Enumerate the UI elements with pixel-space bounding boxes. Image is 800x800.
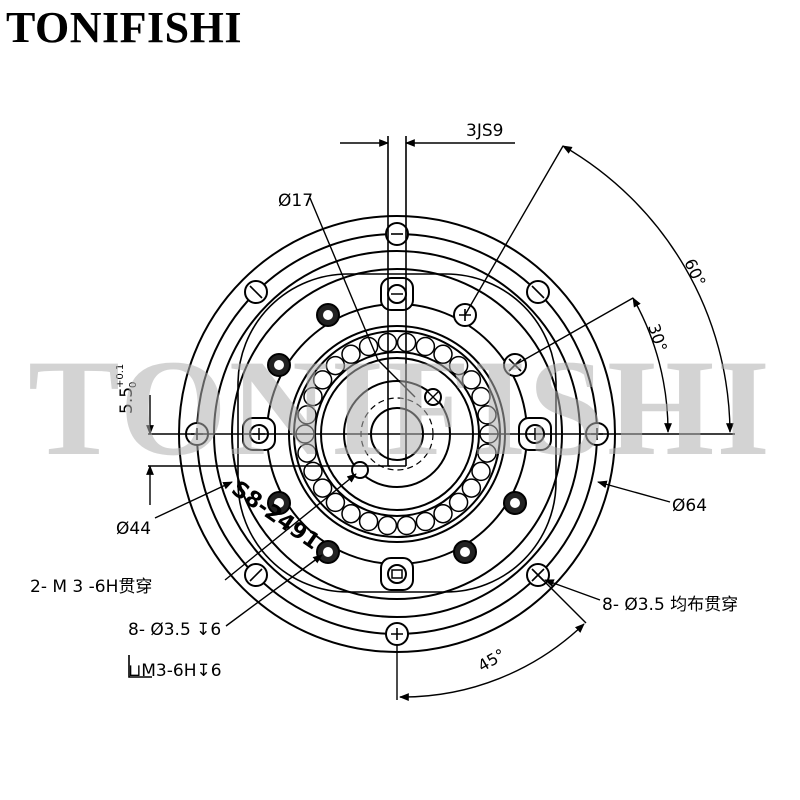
- bearing-roller: [433, 344, 453, 365]
- bearing-roller: [303, 461, 323, 482]
- offset-tol-upper: +0.1: [115, 364, 126, 388]
- bearing-roller: [297, 405, 317, 425]
- threaded-holes-label: 2- M 3 -6H贯穿: [30, 577, 152, 597]
- offset-tol-lower: 0: [128, 382, 139, 388]
- bearing-roller: [325, 355, 346, 376]
- through-holes-label: 8- Ø3.5 均布贯穿: [602, 595, 738, 615]
- bearing-roller: [461, 370, 482, 390]
- outer-circle-label: Ø64: [672, 496, 707, 516]
- bearing-roller: [477, 405, 497, 425]
- bearing-roller: [448, 492, 469, 513]
- bearing-roller: [448, 355, 469, 376]
- bore-diameter-label: Ø17: [278, 191, 313, 211]
- inner-circle-label: Ø44: [116, 519, 151, 539]
- bearing-roller: [312, 370, 333, 390]
- blind-holes-label: 8- Ø3.5 ↧6: [128, 620, 221, 640]
- angle-60-label: 60°: [680, 256, 709, 290]
- bearing-roller: [312, 478, 333, 498]
- bearing-roller: [415, 511, 436, 532]
- bearing-roller: [377, 515, 398, 536]
- bearing-roller: [341, 344, 361, 365]
- bearing-roller: [297, 443, 317, 463]
- bearing-roller: [341, 503, 361, 524]
- keyway-dimension-label: 3JS9: [466, 121, 503, 141]
- bearing-roller: [415, 336, 436, 357]
- brand-title: TONIFISHI: [6, 3, 242, 52]
- angle-30-label: 30°: [644, 321, 671, 354]
- bearing-roller: [358, 511, 379, 532]
- bearing-roller: [396, 515, 417, 536]
- center-boss: [237, 273, 557, 593]
- offset-label: 5.5: [117, 387, 137, 414]
- bearing-roller: [325, 492, 346, 513]
- counterbore-label: ⊔M3-6H↧6: [128, 661, 222, 681]
- bearing-roller: [433, 503, 453, 524]
- bearing-roller: [461, 478, 482, 498]
- keyway: [387, 136, 407, 467]
- bearing-roller: [477, 443, 497, 463]
- bearing-roller: [471, 461, 491, 482]
- angle-45-label: 45°: [475, 645, 509, 676]
- bearing-roller: [303, 386, 323, 407]
- bearing-roller: [471, 386, 491, 407]
